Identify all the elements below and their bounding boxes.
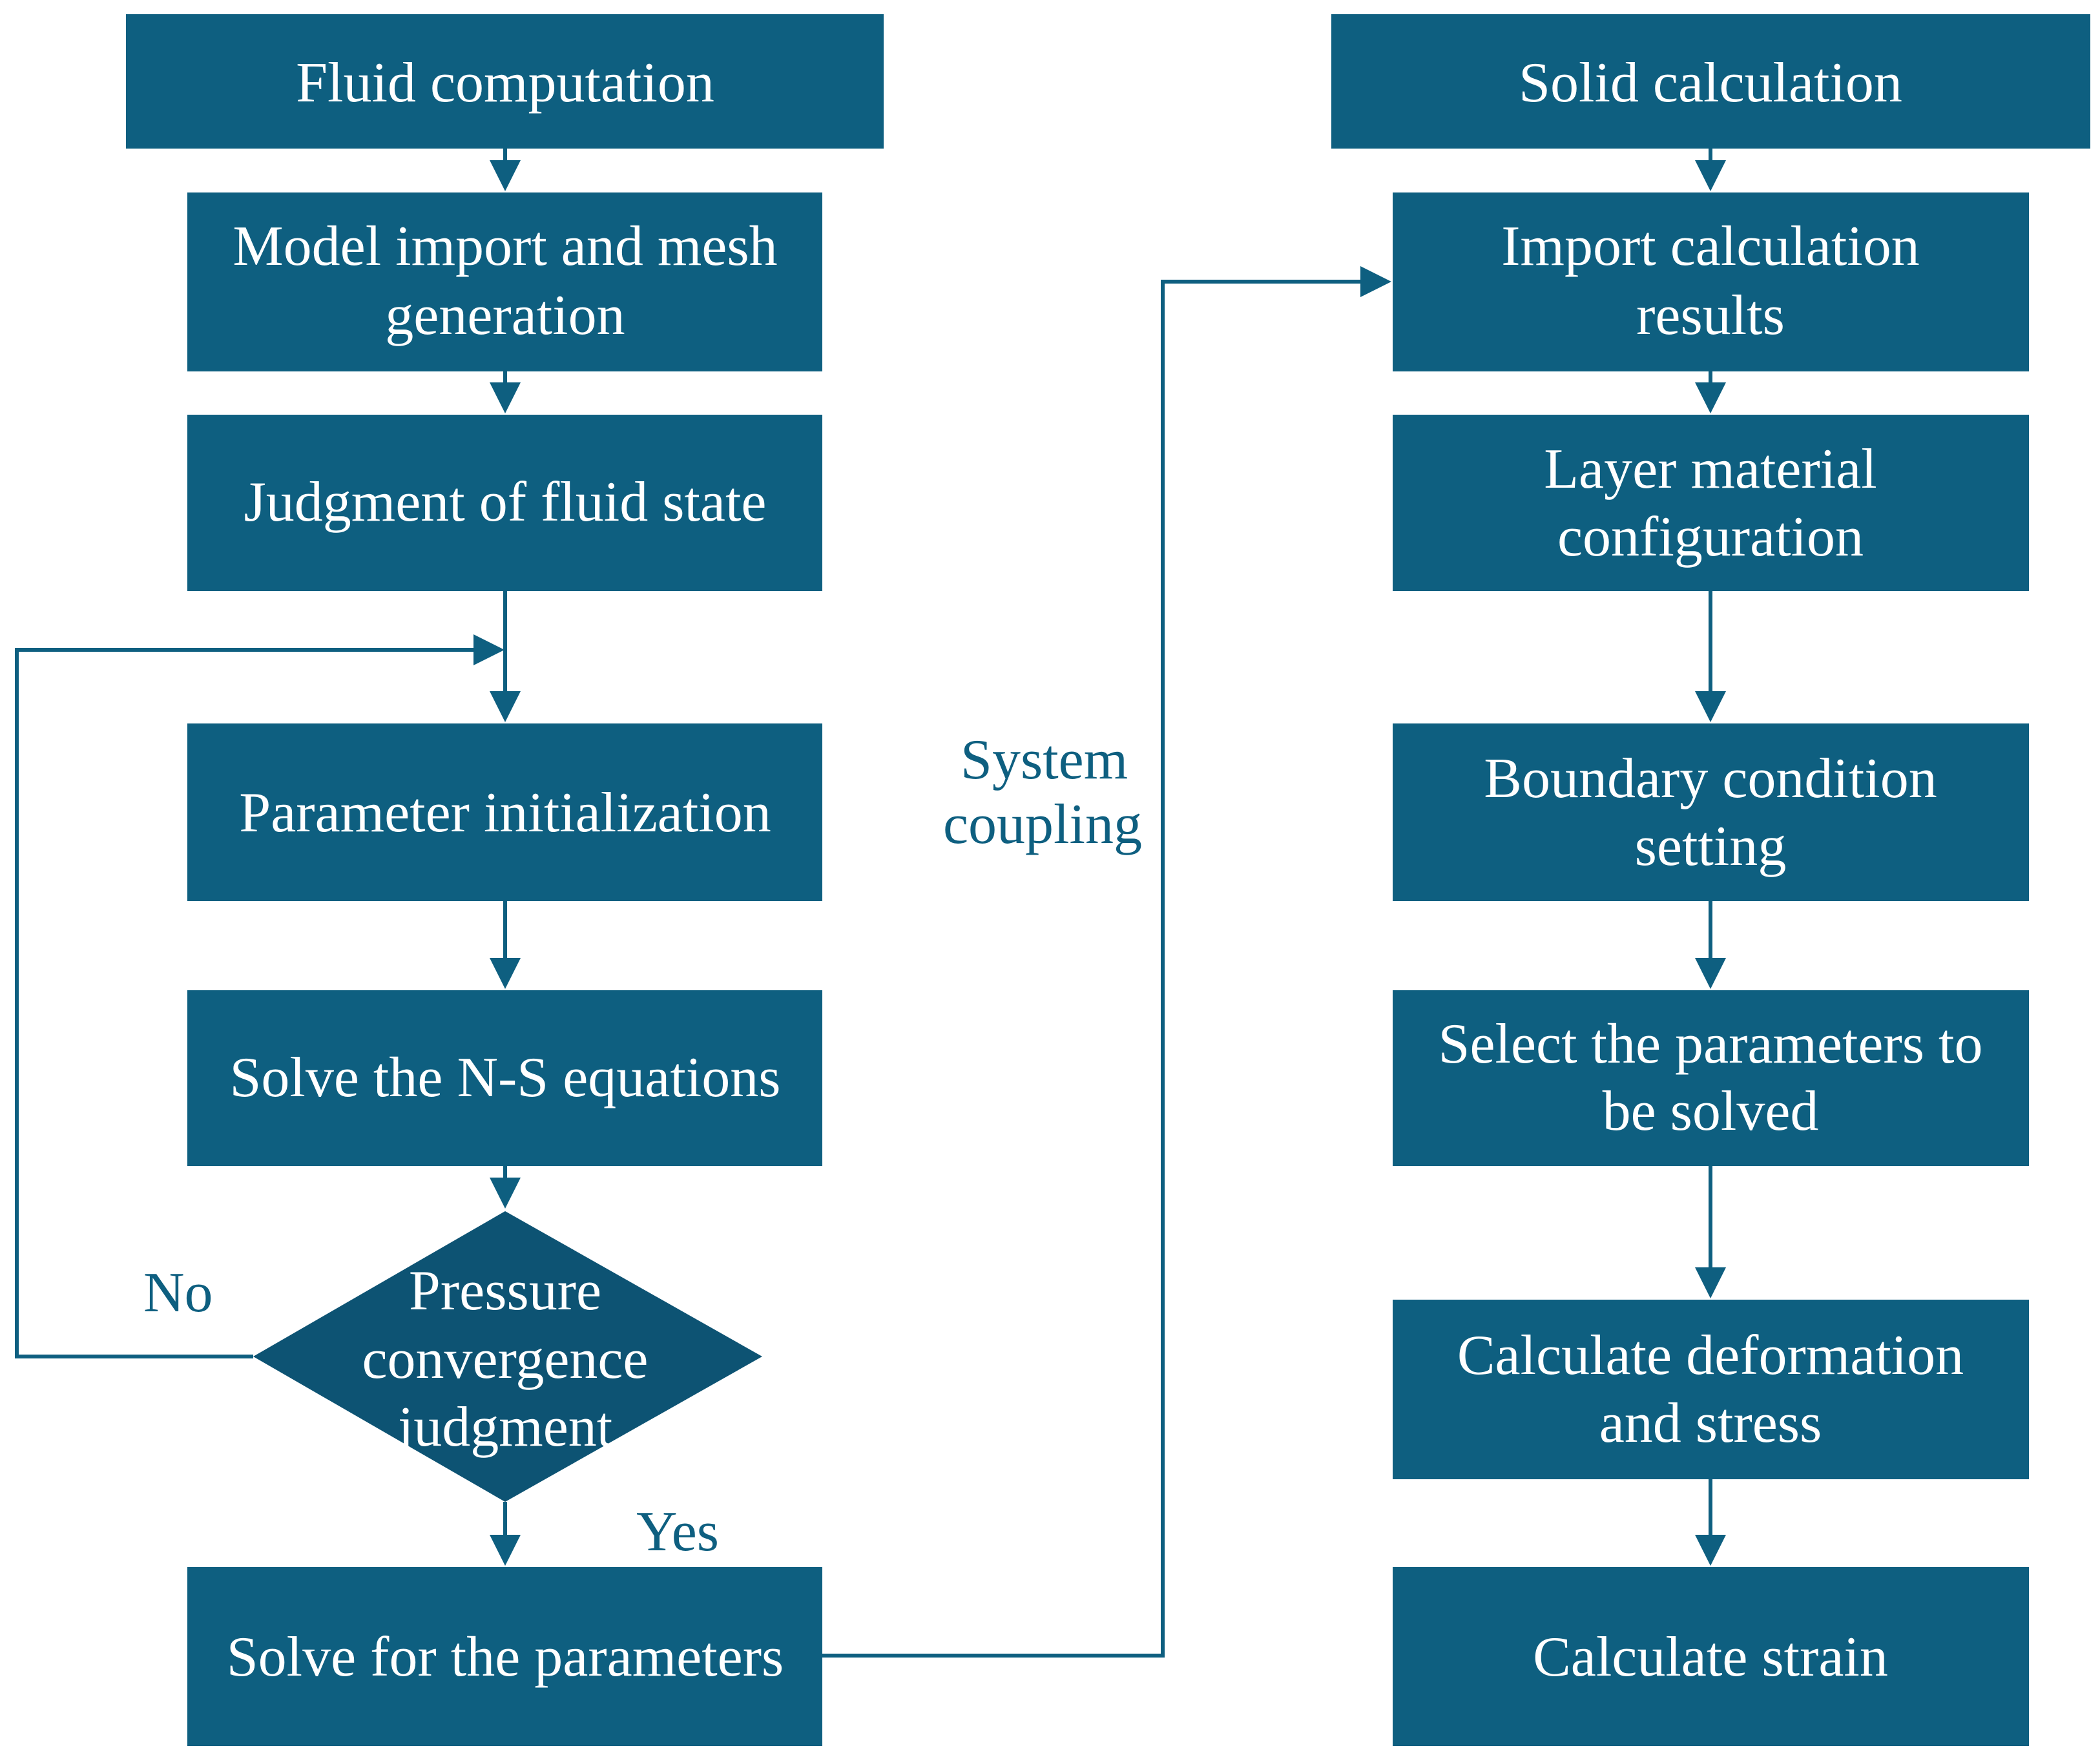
svg-text:and stress: and stress (1599, 1392, 1822, 1455)
svg-text:Boundary condition: Boundary condition (1484, 747, 1937, 810)
svg-text:Pressure: Pressure (409, 1260, 601, 1322)
select-parameters-step: Select the parameters to be solved (1393, 990, 2029, 1166)
no-label: No (143, 1262, 213, 1324)
svg-text:Calculate deformation: Calculate deformation (1457, 1324, 1964, 1387)
svg-text:results: results (1636, 284, 1785, 347)
svg-text:setting: setting (1635, 815, 1787, 878)
svg-text:Layer material: Layer material (1544, 438, 1876, 501)
layer-material-step: Layer material configuration (1393, 415, 2029, 591)
system-coupling-label-line2: coupling (943, 793, 1142, 856)
boundary-condition-step: Boundary condition setting (1393, 723, 2029, 901)
parameter-initialization-step: Parameter initialization (187, 723, 822, 901)
svg-text:Judgment of fluid state: Judgment of fluid state (244, 471, 767, 534)
svg-text:Model import and mesh: Model import and mesh (233, 215, 777, 278)
svg-text:Solve for the parameters: Solve for the parameters (227, 1626, 784, 1689)
system-coupling-connector (822, 266, 1391, 1658)
solid-calculation-header: Solid calculation (1331, 14, 2090, 149)
svg-text:be solved: be solved (1603, 1080, 1819, 1143)
svg-text:Calculate strain: Calculate strain (1533, 1626, 1888, 1689)
fluid-computation-header: Fluid computation (126, 14, 884, 149)
svg-text:Solid calculation: Solid calculation (1519, 52, 1902, 114)
svg-text:judgment: judgment (396, 1396, 612, 1459)
system-coupling-label-line1: System (961, 729, 1128, 791)
ns-equations-step: Solve the N-S equations (187, 990, 822, 1166)
connectors-fluid (15, 149, 521, 1566)
model-import-step: Model import and mesh generation (187, 192, 822, 371)
svg-text:Fluid computation: Fluid computation (296, 52, 714, 114)
deformation-stress-step: Calculate deformation and stress (1393, 1300, 2029, 1479)
solve-parameters-step: Solve for the parameters (187, 1567, 822, 1746)
svg-text:Solve the N-S equations: Solve the N-S equations (229, 1046, 780, 1109)
svg-text:configuration: configuration (1557, 506, 1864, 568)
loop-no-feedback (15, 634, 504, 1358)
fluid-state-step: Judgment of fluid state (187, 415, 822, 591)
svg-text:Select the parameters to: Select the parameters to (1439, 1013, 1983, 1076)
calculate-strain-step: Calculate strain (1393, 1567, 2029, 1746)
svg-text:convergence: convergence (362, 1328, 648, 1391)
import-results-step: Import calculation results (1393, 192, 2029, 371)
pressure-convergence-decision: Pressure convergence judgment (253, 1211, 762, 1502)
yes-label: Yes (636, 1501, 719, 1563)
svg-text:Import calculation: Import calculation (1501, 215, 1920, 278)
svg-text:Parameter initialization: Parameter initialization (239, 782, 771, 844)
svg-text:generation: generation (385, 284, 625, 347)
